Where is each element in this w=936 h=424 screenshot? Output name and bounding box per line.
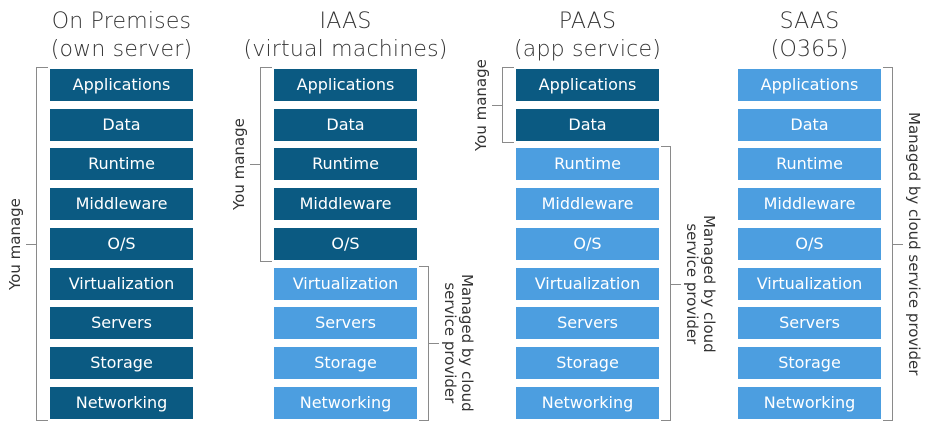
layer-o-s-paas: O/S bbox=[516, 227, 659, 260]
layer-data-on-premises: Data bbox=[50, 108, 193, 141]
layer-virtualization-saas: Virtualization bbox=[738, 267, 881, 300]
layer-runtime-saas: Runtime bbox=[738, 148, 881, 181]
layer-data-saas: Data bbox=[738, 108, 881, 141]
provider-bracket-tick-iaas bbox=[429, 343, 439, 345]
layer-runtime-iaas: Runtime bbox=[274, 148, 417, 181]
layer-networking-paas: Networking bbox=[516, 386, 659, 419]
layer-storage-on-premises: Storage bbox=[50, 346, 193, 379]
column-subtitle-iaas: (virtual machines) bbox=[243, 37, 448, 62]
layer-virtualization-iaas: Virtualization bbox=[274, 267, 417, 300]
provider-bracket-saas bbox=[883, 67, 893, 421]
layer-o-s-iaas: O/S bbox=[274, 227, 417, 260]
layer-o-s-saas: O/S bbox=[738, 227, 881, 260]
provider-label-saas: Managed by cloud service provider bbox=[905, 112, 923, 376]
provider-label-line: service provider bbox=[441, 282, 459, 404]
layer-servers-paas: Servers bbox=[516, 307, 659, 340]
you-manage-bracket-tick-paas bbox=[492, 104, 502, 106]
layer-runtime-paas: Runtime bbox=[516, 148, 659, 181]
layer-servers-iaas: Servers bbox=[274, 307, 417, 340]
layer-networking-on-premises: Networking bbox=[50, 386, 193, 419]
you-manage-bracket-paas bbox=[502, 67, 514, 143]
you-manage-bracket-on-premises bbox=[36, 67, 48, 421]
layer-applications-paas: Applications bbox=[516, 69, 659, 101]
you-manage-bracket-tick-on-premises bbox=[26, 243, 36, 245]
layer-virtualization-paas: Virtualization bbox=[516, 267, 659, 300]
layer-networking-saas: Networking bbox=[738, 386, 881, 419]
provider-label-line: Managed by cloud bbox=[700, 214, 718, 353]
layer-virtualization-on-premises: Virtualization bbox=[50, 267, 193, 300]
column-subtitle-saas: (O365) bbox=[770, 37, 849, 62]
layer-applications-on-premises: Applications bbox=[50, 69, 193, 101]
you-manage-bracket-tick-iaas bbox=[250, 164, 260, 166]
layer-data-paas: Data bbox=[516, 108, 659, 141]
provider-label-line: Managed by cloud service provider bbox=[905, 112, 923, 376]
provider-bracket-paas bbox=[661, 146, 671, 421]
you-manage-label-paas: You manage bbox=[472, 58, 490, 151]
provider-bracket-iaas bbox=[419, 265, 429, 421]
layer-middleware-paas: Middleware bbox=[516, 188, 659, 221]
layer-runtime-on-premises: Runtime bbox=[50, 148, 193, 181]
column-title-saas: SAAS bbox=[779, 9, 840, 34]
provider-bracket-tick-saas bbox=[893, 243, 903, 245]
column-title-iaas: IAAS bbox=[319, 9, 372, 34]
column-title-paas: PAAS bbox=[558, 9, 617, 34]
you-manage-bracket-iaas bbox=[260, 67, 272, 262]
layer-data-iaas: Data bbox=[274, 108, 417, 141]
layer-middleware-saas: Middleware bbox=[738, 188, 881, 221]
layer-servers-saas: Servers bbox=[738, 307, 881, 340]
you-manage-label-on-premises: You manage bbox=[6, 197, 24, 290]
layer-storage-paas: Storage bbox=[516, 346, 659, 379]
column-subtitle-on-premises: (own server) bbox=[50, 37, 193, 62]
provider-label-line: service provider bbox=[683, 222, 701, 344]
layer-servers-on-premises: Servers bbox=[50, 307, 193, 340]
column-subtitle-paas: (app service) bbox=[514, 37, 661, 62]
you-manage-label-iaas: You manage bbox=[230, 118, 248, 211]
layer-middleware-iaas: Middleware bbox=[274, 188, 417, 221]
layer-storage-iaas: Storage bbox=[274, 346, 417, 379]
layer-middleware-on-premises: Middleware bbox=[50, 188, 193, 221]
provider-label-line: Managed by cloud bbox=[458, 274, 476, 412]
layer-storage-saas: Storage bbox=[738, 346, 881, 379]
layer-o-s-on-premises: O/S bbox=[50, 227, 193, 260]
layer-networking-iaas: Networking bbox=[274, 386, 417, 419]
layer-applications-saas: Applications bbox=[738, 69, 881, 101]
layer-applications-iaas: Applications bbox=[274, 69, 417, 101]
provider-bracket-tick-paas bbox=[671, 283, 681, 285]
column-title-on-premises: On Premises bbox=[51, 9, 192, 34]
